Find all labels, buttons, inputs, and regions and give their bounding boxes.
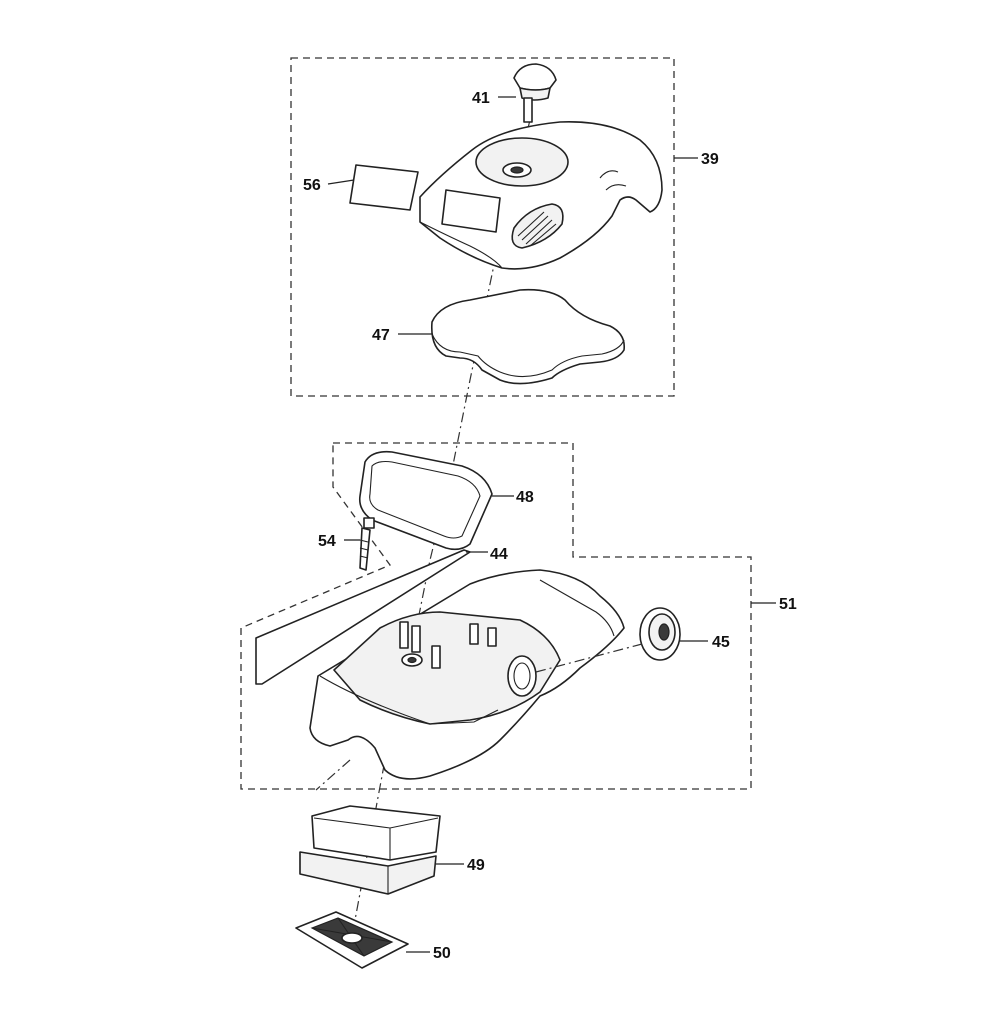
part-44-strip-seal xyxy=(255,549,471,685)
callout-54: 54 xyxy=(318,533,336,550)
callout-45: 45 xyxy=(712,634,730,651)
part-41-knob xyxy=(513,63,557,123)
assembly-axis-line-2 xyxy=(315,759,351,791)
callout-48: 48 xyxy=(516,489,534,506)
part-48-gasket xyxy=(358,450,493,551)
part-54-screw xyxy=(359,517,375,571)
callout-56: 56 xyxy=(303,177,321,194)
leader-lines xyxy=(327,96,776,953)
leader-56 xyxy=(327,179,355,185)
callout-49: 49 xyxy=(467,857,485,874)
callout-47: 47 xyxy=(372,327,390,344)
callout-51: 51 xyxy=(779,596,797,613)
part-56-label xyxy=(349,164,419,211)
callout-41: 41 xyxy=(472,90,490,107)
axis-45 xyxy=(535,643,643,673)
part-39-top-cover xyxy=(419,121,663,270)
part-47-filter-pad xyxy=(430,288,626,385)
callout-50: 50 xyxy=(433,945,451,962)
part-45-round-cap xyxy=(639,607,681,661)
callout-44: 44 xyxy=(490,546,508,563)
part-51-base-housing xyxy=(309,569,625,780)
part-49-filter-block xyxy=(299,805,441,895)
group-box-51 xyxy=(240,442,752,790)
callout-39: 39 xyxy=(701,151,719,168)
group-box-39 xyxy=(290,57,675,397)
part-50-grate xyxy=(295,911,409,969)
